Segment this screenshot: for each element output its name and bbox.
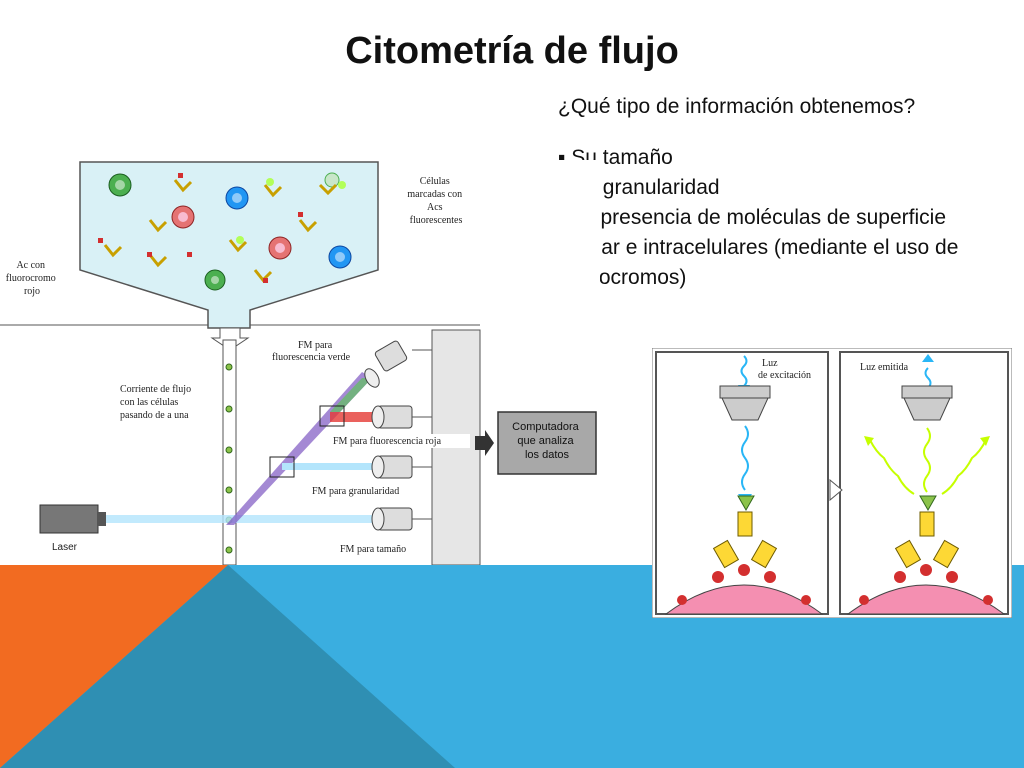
pmt-granularity: [371, 455, 413, 479]
label-excitation: Luz de excitación: [758, 358, 811, 381]
label-emitted: Luz emitida: [860, 362, 909, 373]
bullet-granularity: Su granularidad: [558, 173, 978, 203]
question-text: ¿Qué tipo de información obtenemos?: [558, 95, 916, 118]
label-stream: Corriente de flujo con las células pasan…: [120, 384, 194, 421]
fluorochrome-right: [919, 495, 937, 512]
label-fm-red: FM para fluorescencia roja: [333, 436, 442, 447]
label-fm-size: FM para tamaño: [340, 544, 406, 555]
cell-blue: [225, 186, 249, 210]
label-computer: Computadora que analiza los datos: [512, 421, 582, 461]
laser: [39, 504, 99, 534]
cell-blue-2: [328, 245, 352, 269]
bullet-molecules: La presencia de moléculas de superficie …: [558, 203, 978, 293]
fluorescence-diagram: Luz de excitación Luz emitida: [652, 348, 1012, 618]
cell-red: [171, 205, 195, 229]
flow-arrow: [210, 327, 250, 351]
panel-arrow: [829, 478, 843, 502]
pmt-green: [364, 340, 408, 388]
pmt-size: [371, 507, 413, 531]
cell-red-2: [268, 236, 292, 260]
slide-title: Citometría de flujo: [345, 30, 679, 72]
cell-green-2: [204, 269, 226, 291]
cell-green-3: [324, 172, 340, 188]
bullet-list: Su tamaño Su granularidad La presencia d…: [558, 143, 978, 293]
funnel: [79, 161, 379, 329]
pmt-red: [371, 405, 413, 429]
teal-triangle: [0, 565, 455, 768]
antibodies: [103, 179, 338, 283]
fluorochromes: [98, 173, 303, 283]
label-ab-red: Ac con fluorocromo rojo: [6, 260, 59, 297]
label-laser: Laser: [52, 542, 78, 553]
bullet-size: Su tamaño: [558, 143, 978, 173]
label-fm-green: FM para fluorescencia verde: [272, 340, 351, 363]
flow-cytometer-diagram: Células marcadas con Acs fluorescentes A…: [0, 160, 600, 565]
label-fm-granularity: FM para granularidad: [312, 486, 399, 497]
computer-box: [497, 411, 597, 475]
cell-green: [108, 173, 132, 197]
fluorochrome-left: [737, 495, 755, 512]
label-cells-labeled: Células marcadas con Acs fluorescentes: [407, 176, 464, 226]
arrow-to-computer: [475, 430, 494, 456]
